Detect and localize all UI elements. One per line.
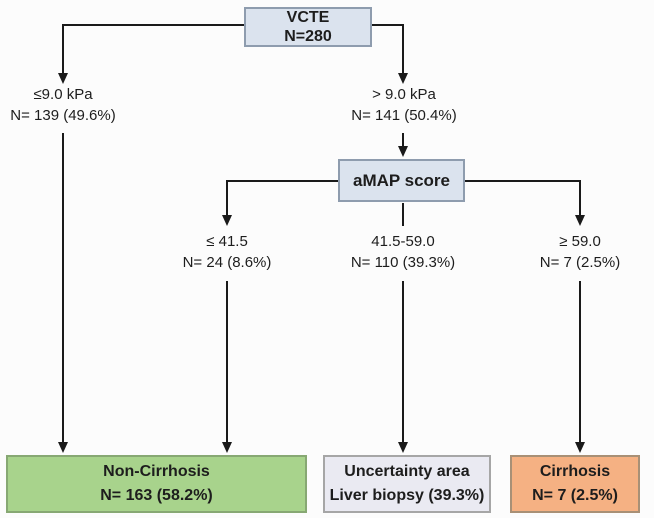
arrowhead-icon bbox=[398, 73, 408, 84]
amap-score-title: aMAP score bbox=[352, 170, 450, 190]
connector-line bbox=[62, 24, 244, 74]
amap-branch-mid-label: 41.5-59.0 bbox=[371, 233, 435, 250]
outcome-uncertainty-title: Uncertainty area bbox=[344, 463, 470, 480]
arrowhead-icon bbox=[222, 442, 232, 453]
connector-amap-to-low bbox=[222, 180, 338, 226]
arrowhead-icon bbox=[575, 442, 585, 453]
branch-high-kpa-label: > 9.0 kPa bbox=[372, 86, 436, 103]
connector-line bbox=[372, 24, 404, 74]
amap-branch-high-label: ≥ 59.0 bbox=[559, 233, 601, 250]
arrowhead-icon bbox=[58, 73, 68, 84]
connector-low-kpa-to-noncirrhosis bbox=[58, 133, 68, 453]
vcte-title: VCTE bbox=[286, 9, 330, 26]
outcome-cirrhosis-title: Cirrhosis bbox=[539, 463, 611, 480]
amap-branch-high: ≥ 59.0 N= 7 (2.5%) bbox=[540, 231, 620, 273]
outcome-non-cirrhosis-count: N= 163 (58.2%) bbox=[100, 487, 213, 504]
branch-low-kpa-count: N= 139 (49.6%) bbox=[10, 107, 116, 124]
connector-amap-mid-to-uncertainty bbox=[398, 281, 408, 453]
amap-branch-mid-count: N= 110 (39.3%) bbox=[350, 254, 456, 271]
amap-branch-high-count: N= 7 (2.5%) bbox=[539, 254, 621, 271]
branch-low-kpa-label: ≤9.0 kPa bbox=[33, 86, 93, 103]
vcte-count: N=280 bbox=[284, 28, 332, 45]
connector-line bbox=[226, 180, 338, 216]
arrowhead-icon bbox=[58, 442, 68, 453]
connector-line bbox=[465, 180, 581, 216]
branch-low-kpa: ≤9.0 kPa N= 139 (49.6%) bbox=[10, 84, 115, 126]
outcome-cirrhosis: Cirrhosis N= 7 (2.5%) bbox=[510, 455, 640, 513]
amap-branch-low-count: N= 24 (8.6%) bbox=[182, 254, 272, 271]
arrowhead-icon bbox=[398, 146, 408, 157]
outcome-non-cirrhosis: Non-Cirrhosis N= 163 (58.2%) bbox=[6, 455, 307, 513]
arrowhead-icon bbox=[575, 215, 585, 226]
connector-high-kpa-to-amap bbox=[398, 133, 408, 157]
amap-branch-low-label: ≤ 41.5 bbox=[206, 233, 248, 250]
amap-branch-low: ≤ 41.5 N= 24 (8.6%) bbox=[183, 231, 272, 273]
outcome-uncertainty-count: Liver biopsy (39.3%) bbox=[329, 487, 485, 504]
outcome-non-cirrhosis-title: Non-Cirrhosis bbox=[103, 463, 210, 480]
amap-branch-mid: 41.5-59.0 N= 110 (39.3%) bbox=[351, 231, 455, 273]
branch-high-kpa: > 9.0 kPa N= 141 (50.4%) bbox=[351, 84, 456, 126]
branch-high-kpa-count: N= 141 (50.4%) bbox=[351, 107, 457, 124]
amap-score-node: aMAP score bbox=[338, 159, 465, 202]
connector-amap-low-to-noncirrhosis bbox=[222, 281, 232, 453]
connector-amap-to-high bbox=[465, 180, 585, 226]
connector-root-to-low-kpa bbox=[58, 24, 244, 84]
arrowhead-icon bbox=[398, 442, 408, 453]
vcte-node: VCTE N=280 bbox=[244, 7, 372, 47]
arrowhead-icon bbox=[222, 215, 232, 226]
outcome-cirrhosis-count: N= 7 (2.5%) bbox=[532, 487, 618, 504]
outcome-uncertainty-area: Uncertainty area Liver biopsy (39.3%) bbox=[323, 455, 491, 513]
connector-root-to-high-kpa bbox=[372, 24, 408, 84]
connector-amap-high-to-cirrhosis bbox=[575, 281, 585, 453]
